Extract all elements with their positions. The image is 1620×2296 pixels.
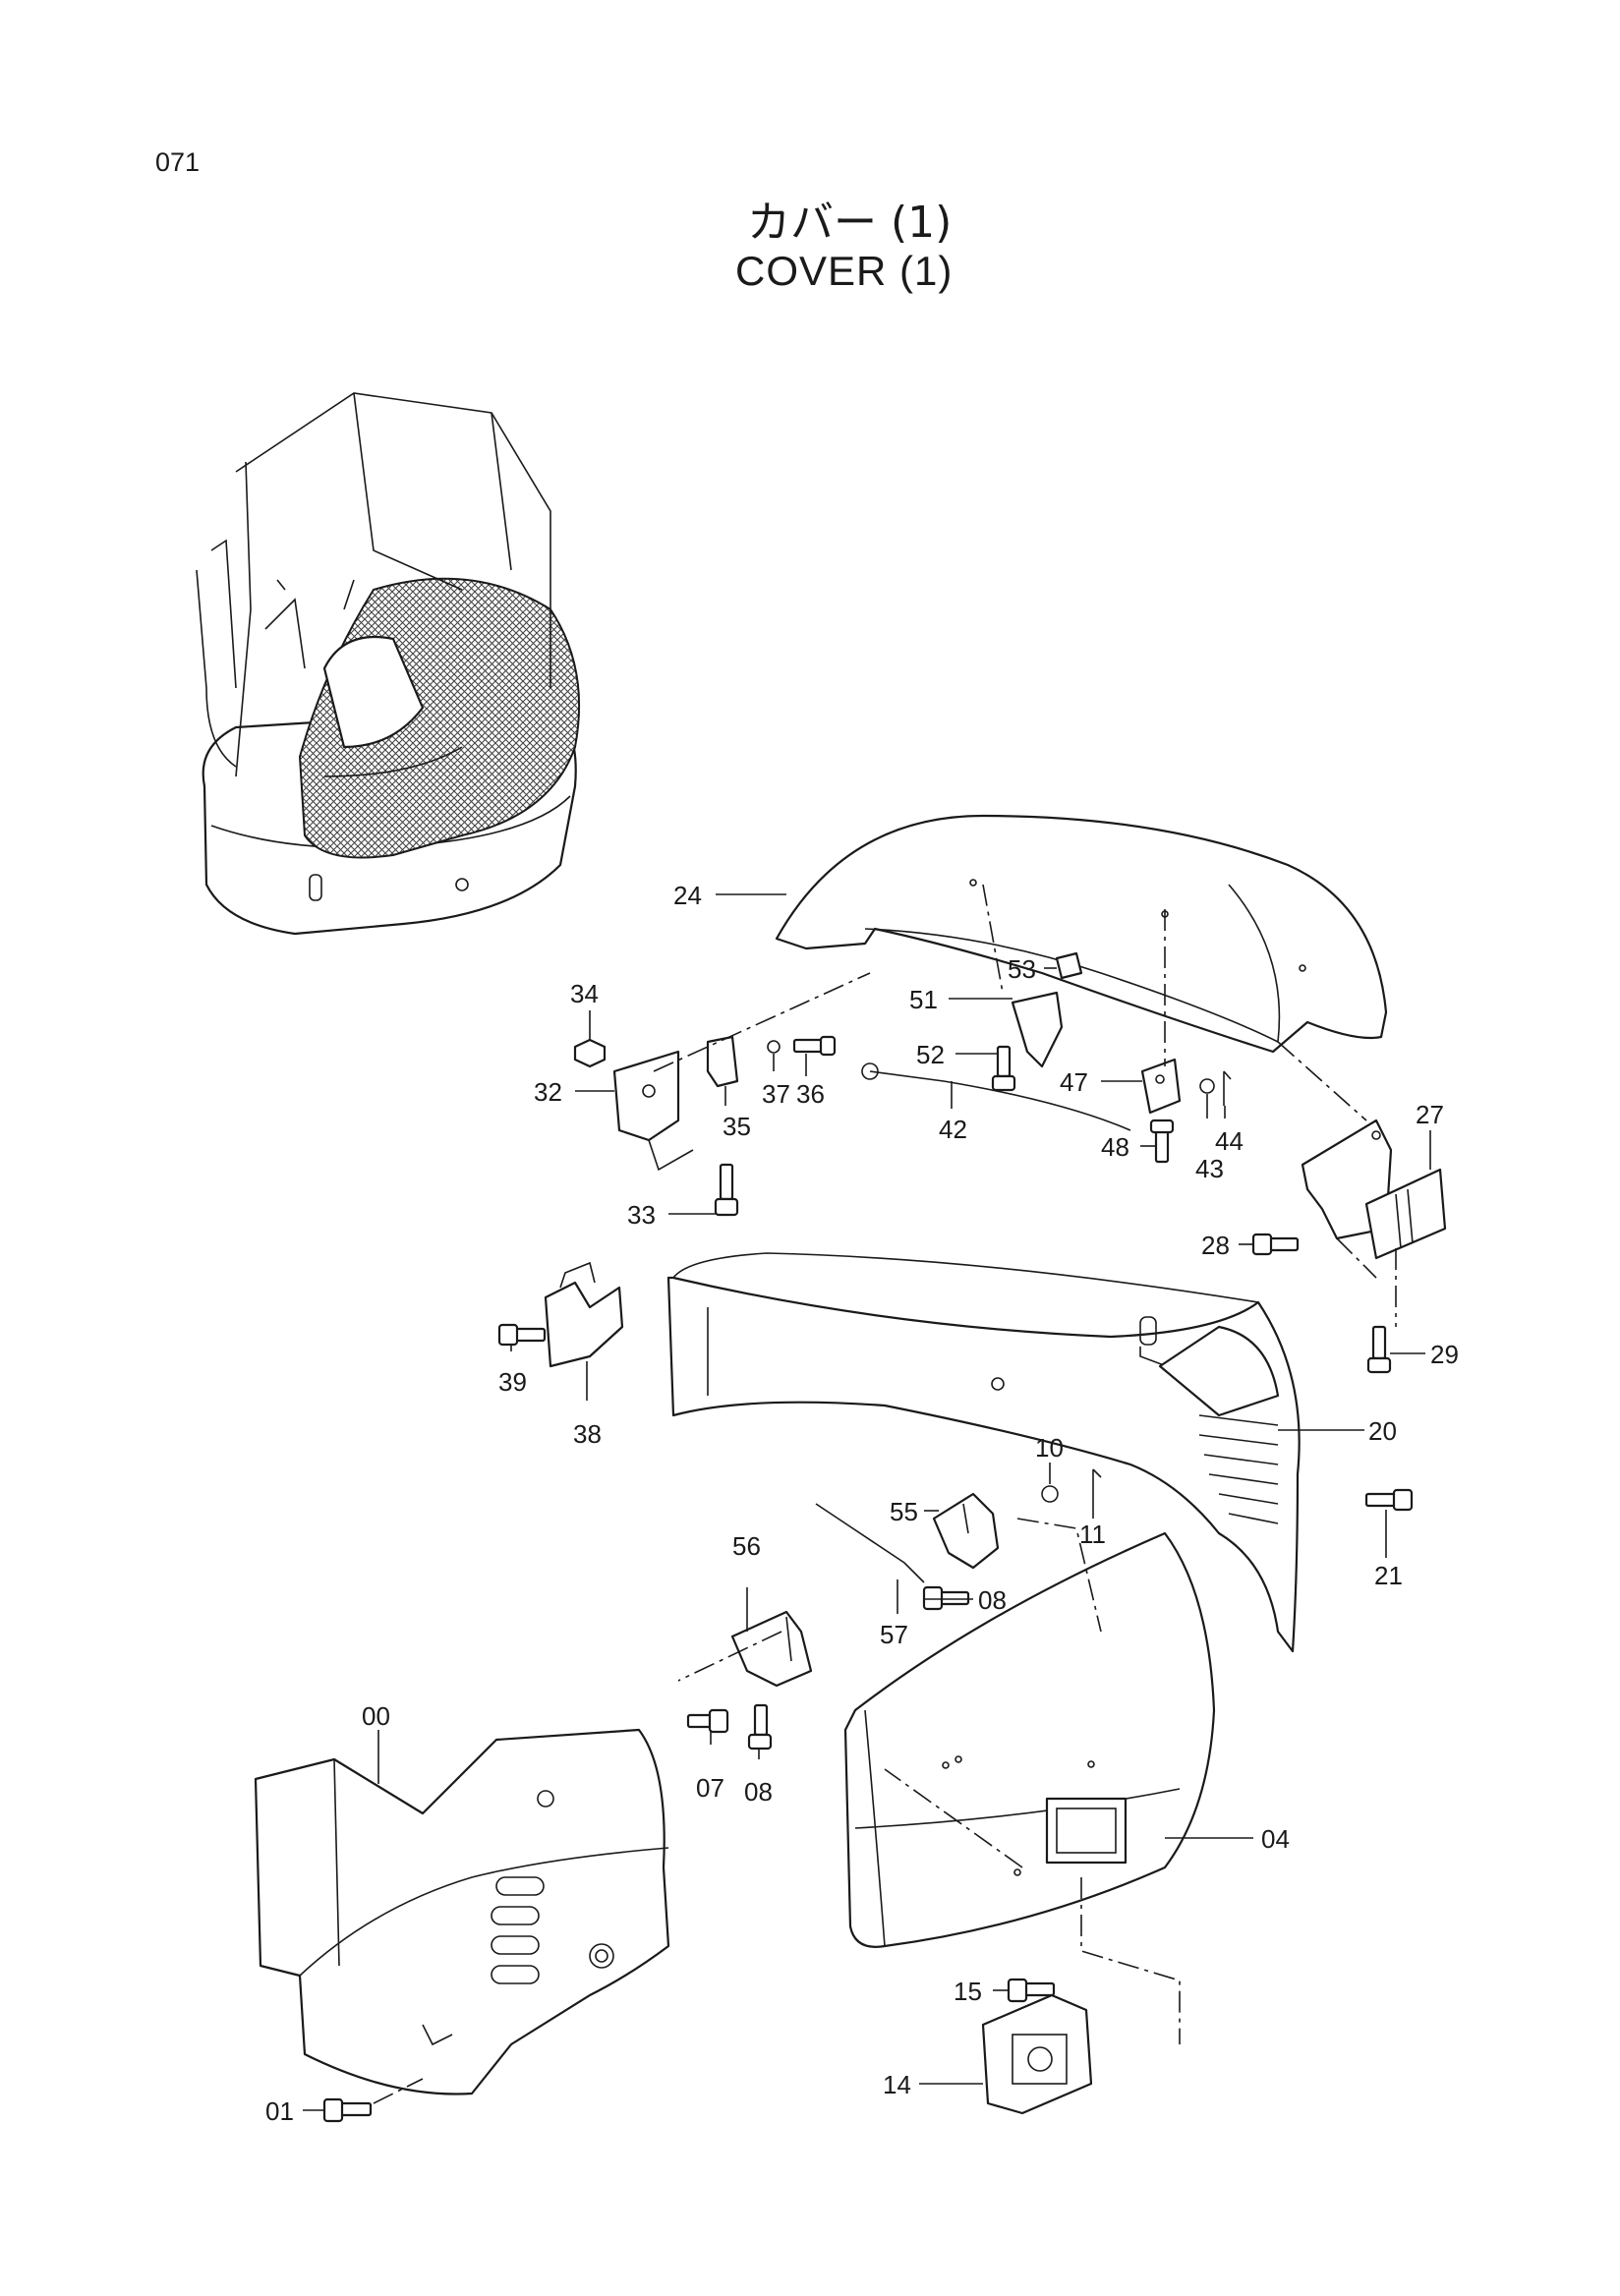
callout-29: 29 bbox=[1430, 1340, 1459, 1369]
assembly-lines bbox=[373, 884, 1397, 2104]
callout-28: 28 bbox=[1201, 1231, 1230, 1260]
title-english: COVER (1) bbox=[735, 248, 954, 294]
callout-52: 52 bbox=[916, 1040, 945, 1069]
callout-37: 37 bbox=[762, 1079, 790, 1109]
callout-48: 48 bbox=[1101, 1132, 1129, 1162]
callout-00: 00 bbox=[362, 1701, 390, 1731]
callout-57: 57 bbox=[880, 1620, 908, 1649]
callout-07: 07 bbox=[696, 1773, 724, 1803]
callout-01: 01 bbox=[265, 2096, 294, 2126]
leader-lines bbox=[303, 893, 1431, 2111]
callout-08-lower: 08 bbox=[744, 1777, 773, 1807]
part-side-cover bbox=[254, 1728, 670, 2095]
callout-55: 55 bbox=[890, 1497, 918, 1526]
callout-32: 32 bbox=[534, 1077, 562, 1107]
part-front-cover bbox=[843, 1531, 1216, 1948]
callout-42: 42 bbox=[939, 1115, 967, 1144]
callout-15: 15 bbox=[954, 1977, 982, 2006]
callout-04: 04 bbox=[1261, 1824, 1290, 1854]
callout-44: 44 bbox=[1215, 1126, 1244, 1156]
callout-47: 47 bbox=[1060, 1067, 1088, 1097]
part-top-cover bbox=[775, 814, 1388, 1054]
machine-overview bbox=[196, 392, 581, 936]
page-number: 071 bbox=[155, 147, 201, 177]
callout-38: 38 bbox=[573, 1419, 602, 1449]
callout-53: 53 bbox=[1008, 954, 1036, 984]
callout-14: 14 bbox=[883, 2070, 911, 2099]
part-rear-cover bbox=[666, 1252, 1301, 1653]
title-japanese: カバー (1) bbox=[747, 198, 953, 248]
callout-24: 24 bbox=[673, 881, 702, 910]
callout-20: 20 bbox=[1368, 1416, 1397, 1446]
callout-35: 35 bbox=[723, 1112, 751, 1141]
small-parts bbox=[322, 951, 1447, 2123]
callout-11: 11 bbox=[1079, 1520, 1106, 1549]
callout-21: 21 bbox=[1374, 1561, 1403, 1590]
callout-43: 43 bbox=[1195, 1154, 1224, 1183]
callout-10: 10 bbox=[1035, 1433, 1064, 1463]
callout-51: 51 bbox=[909, 985, 938, 1014]
callout-56: 56 bbox=[732, 1531, 761, 1561]
callout-39: 39 bbox=[498, 1367, 527, 1397]
callout-33: 33 bbox=[627, 1200, 656, 1230]
callout-27: 27 bbox=[1416, 1100, 1444, 1129]
callout-34: 34 bbox=[570, 979, 599, 1008]
callouts: 24 34 32 33 35 37 36 53 51 52 42 47 48 4… bbox=[265, 881, 1459, 2126]
callout-08-upper: 08 bbox=[978, 1585, 1007, 1615]
callout-36: 36 bbox=[796, 1079, 825, 1109]
